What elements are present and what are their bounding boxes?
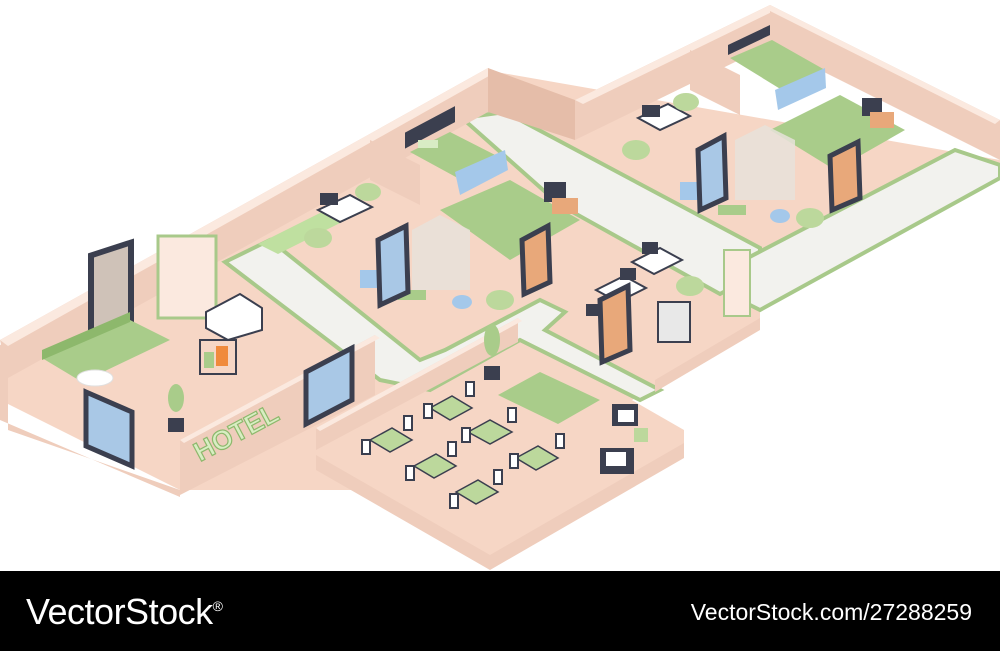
reception-desk xyxy=(205,292,263,342)
tv-2-cabinet xyxy=(870,112,894,128)
chair-2a xyxy=(622,140,650,160)
bed-2-blanket xyxy=(775,68,826,110)
wall-back-right xyxy=(575,5,770,140)
lounge-armchair-1-seat xyxy=(618,410,634,422)
tv-2 xyxy=(862,98,882,116)
lobby-sofa-back xyxy=(42,312,130,360)
office-shelf xyxy=(723,249,751,317)
door-bedroom-2-b xyxy=(827,138,863,214)
dining-chair xyxy=(403,415,413,431)
monitor-2 xyxy=(642,105,660,117)
chair-1b xyxy=(355,183,381,201)
chair-1c xyxy=(486,290,514,310)
dining-chair xyxy=(423,403,433,419)
door-bedroom-2-a xyxy=(695,131,729,214)
dining-table-6 xyxy=(454,479,500,505)
lounge-side-table xyxy=(634,428,648,442)
registered-mark: ® xyxy=(212,598,223,614)
office-chair-1 xyxy=(676,276,704,296)
dining-chair xyxy=(465,381,475,397)
dining-chair xyxy=(447,441,457,457)
dining-chair xyxy=(555,433,565,449)
wall-partition-b xyxy=(690,50,740,115)
luggage-cart xyxy=(199,339,237,375)
dining-table-4 xyxy=(368,427,414,453)
wall-right-end xyxy=(770,5,1000,160)
office-plant-pot xyxy=(586,304,598,316)
dining-chair xyxy=(509,453,519,469)
dining-table-2 xyxy=(466,419,514,445)
lobby-plant xyxy=(168,384,184,412)
bedroom-2 xyxy=(622,25,894,228)
restaurant-front-edge xyxy=(316,443,684,570)
office-monitor-1 xyxy=(620,268,636,280)
business-room xyxy=(586,242,751,366)
watermark-footer: VectorStock® VectorStock.com/27288259 xyxy=(0,571,1000,651)
monitor-1 xyxy=(320,193,338,205)
bath-mat-1 xyxy=(398,290,426,300)
bath-mat-2 xyxy=(718,205,746,215)
vectorstock-logo-text: VectorStock xyxy=(26,591,213,632)
wall-back-right-top xyxy=(575,5,778,104)
restaurant-plant-pot xyxy=(484,366,500,380)
chair-1a xyxy=(304,228,332,248)
dining-chair xyxy=(361,439,371,455)
chair-2b xyxy=(673,93,699,111)
door-office xyxy=(597,282,633,366)
dining-chairs xyxy=(361,381,565,509)
dining-chair xyxy=(405,465,415,481)
chair-2c xyxy=(796,208,824,228)
desk-1 xyxy=(315,193,375,224)
lobby-bookshelf xyxy=(156,234,218,320)
dining-chair xyxy=(461,427,471,443)
bed-1-blanket xyxy=(455,150,508,195)
restaurant xyxy=(361,324,648,509)
door-bedroom-1-a xyxy=(375,222,411,309)
bed-2-frame xyxy=(730,40,825,90)
wall-partition-a xyxy=(370,140,420,205)
door-entrance-right xyxy=(303,343,355,429)
bedroom-2-window xyxy=(728,25,770,55)
dining-table-5 xyxy=(412,453,458,479)
carpet-restaurant xyxy=(498,372,600,424)
wall-connector xyxy=(488,68,575,140)
tv-1-cabinet xyxy=(552,198,578,214)
dining-chair xyxy=(493,469,503,485)
hotel-floor-plan-illustration: HOTEL xyxy=(0,5,1000,570)
shower-2 xyxy=(735,125,795,200)
luggage-orange xyxy=(216,346,228,366)
dining-chair xyxy=(507,407,517,423)
dining-chair xyxy=(449,493,459,509)
wall-restaurant-back-top xyxy=(316,318,522,431)
dining-table-3 xyxy=(514,445,560,471)
shower-1 xyxy=(412,215,470,290)
bedroom-1 xyxy=(304,106,578,310)
copier xyxy=(657,301,691,343)
toilet-2 xyxy=(770,209,790,223)
wall-office-front xyxy=(655,318,760,392)
tv-1 xyxy=(544,182,566,202)
office-monitor-2 xyxy=(642,242,658,254)
wall-restaurant-back xyxy=(316,318,518,450)
lobby-sofa xyxy=(42,320,170,382)
pillow-1 xyxy=(418,140,438,148)
vectorstock-logo: VectorStock® xyxy=(26,591,223,633)
lobby-plant-pot xyxy=(168,418,184,432)
luggage-green xyxy=(204,352,214,368)
restaurant-plant xyxy=(484,324,500,356)
door-bedroom-1-b xyxy=(519,221,553,298)
dining-table-1 xyxy=(428,395,474,421)
dining-tables xyxy=(368,395,560,505)
bedroom-1-window xyxy=(405,106,455,149)
carpet-lobby-strip xyxy=(258,208,350,254)
lounge-armchair-2-seat xyxy=(606,452,626,466)
wall-right-end-top xyxy=(766,5,1000,124)
coffee-table xyxy=(76,369,114,387)
toilet-1 xyxy=(452,295,472,309)
image-id-text: VectorStock.com/27288259 xyxy=(690,599,972,625)
door-entrance-left xyxy=(83,388,135,470)
